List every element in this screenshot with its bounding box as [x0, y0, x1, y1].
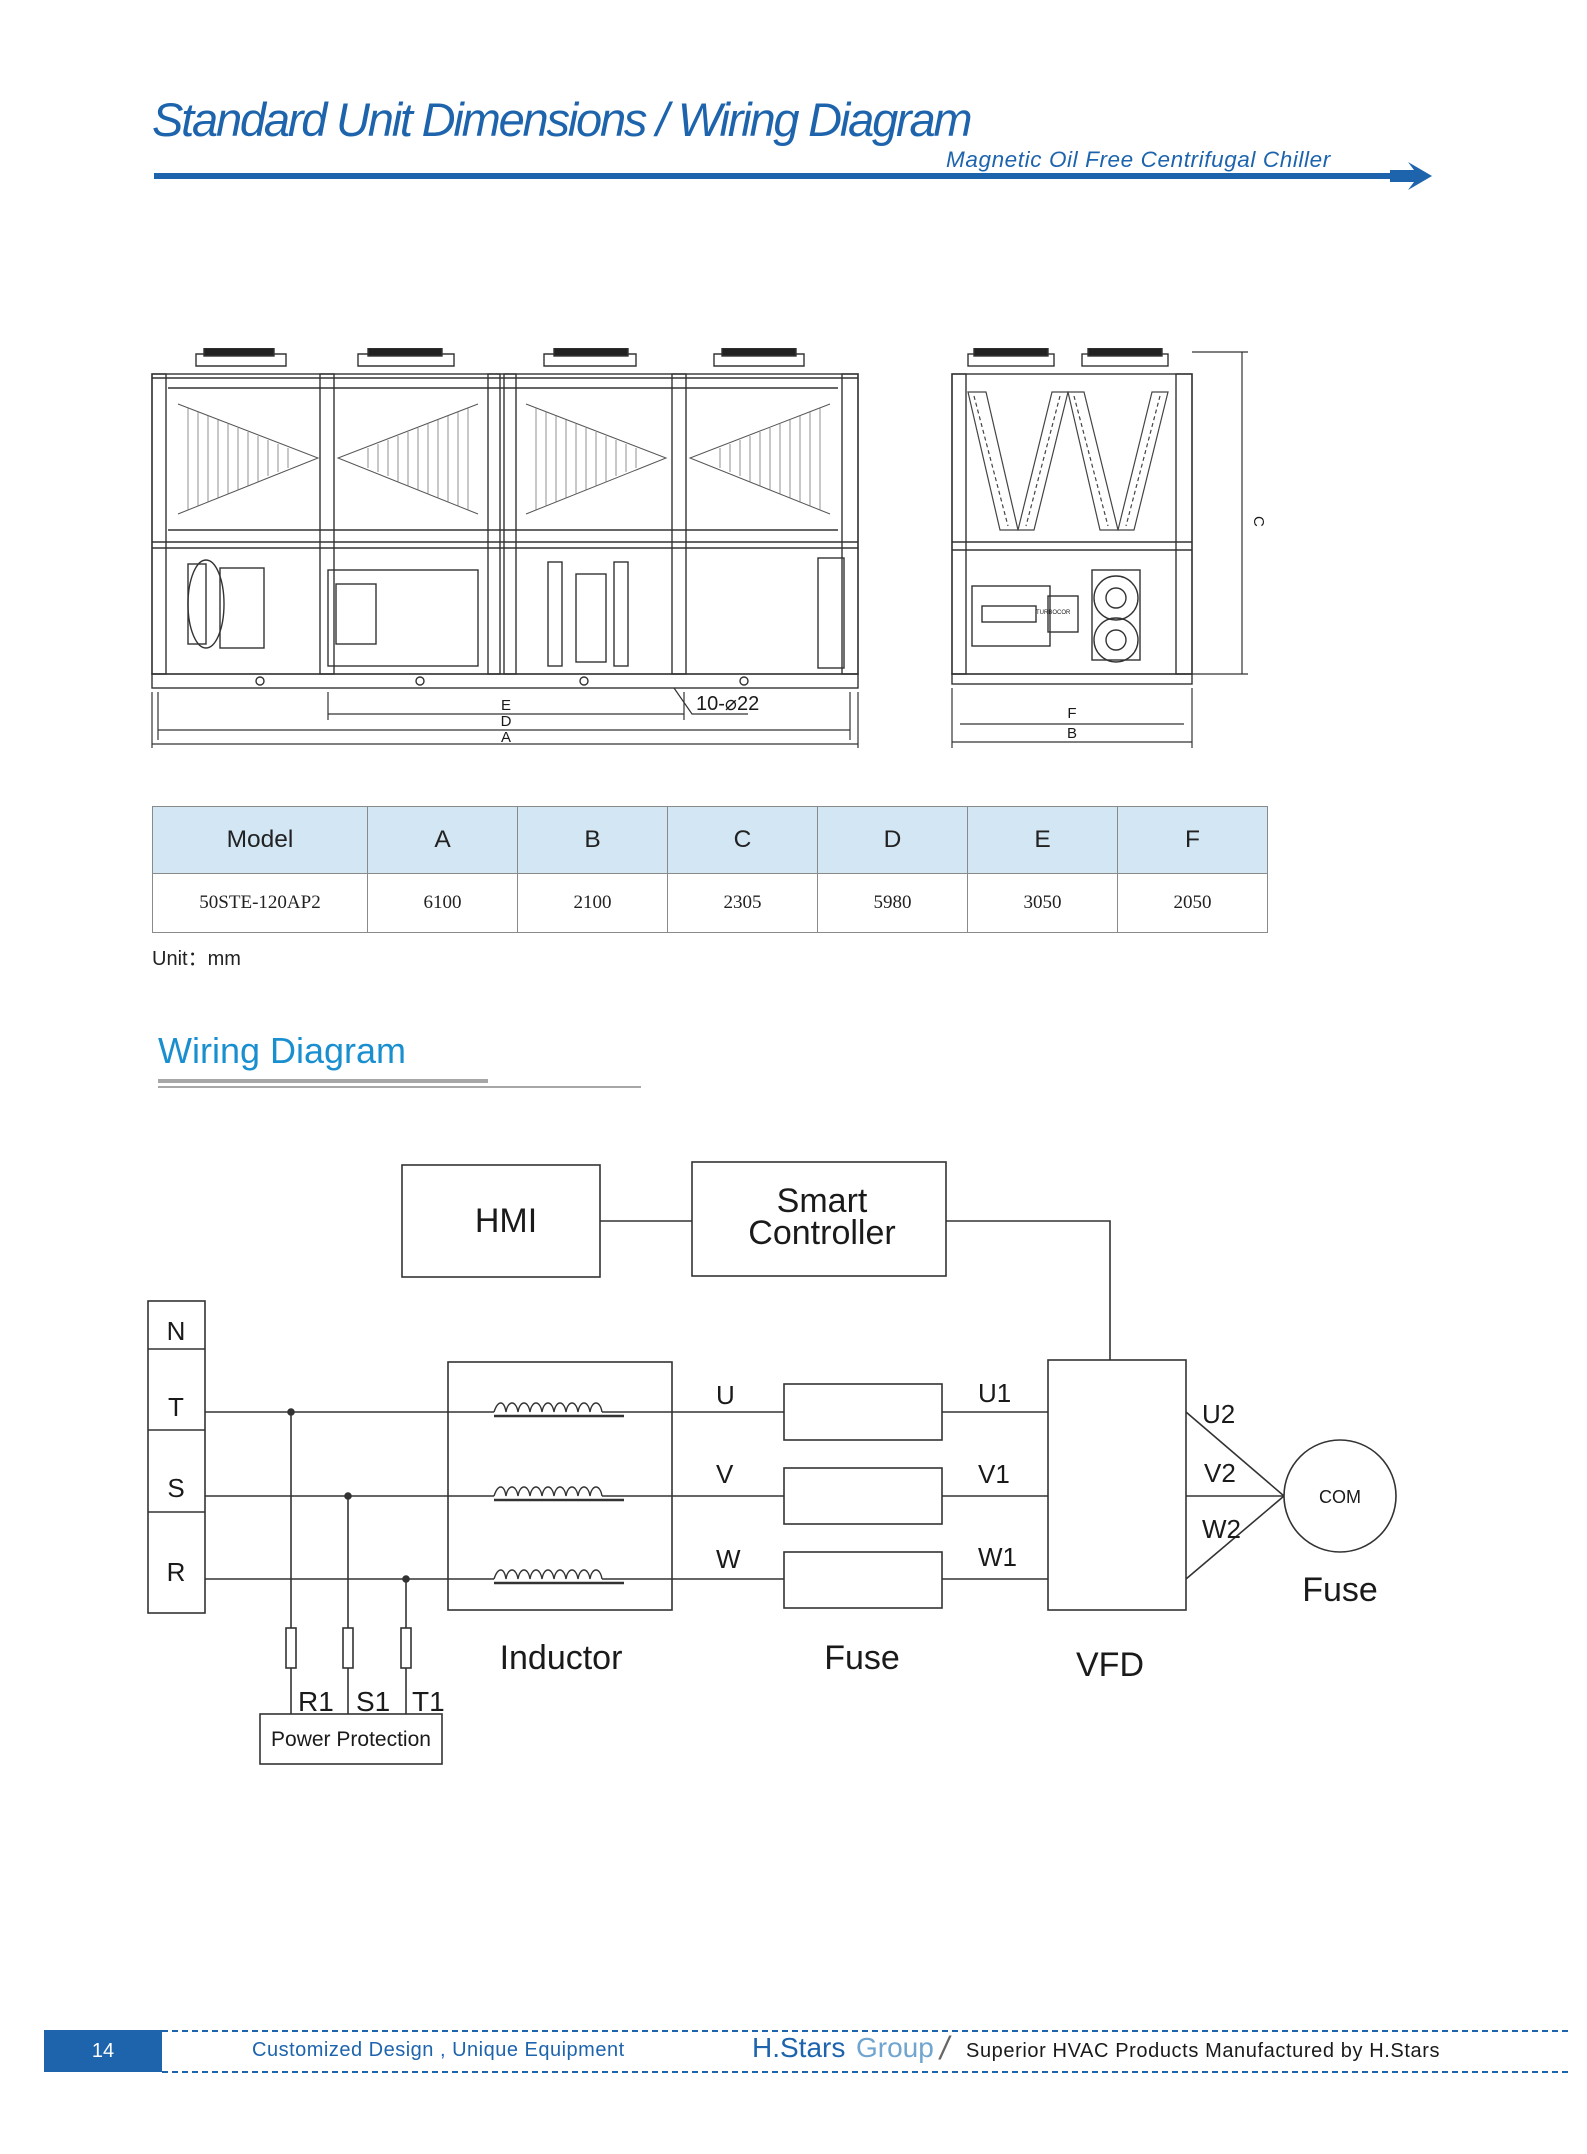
cell-c: 2305	[667, 873, 818, 933]
col-header-f: F	[1117, 806, 1268, 874]
table-row: 50STE-120AP2 6100 2100 2305 5980 3050 20…	[152, 873, 1268, 933]
inductor-label: Inductor	[500, 1639, 623, 1677]
col-header-c: C	[667, 806, 818, 874]
dim-label-b: B	[1067, 725, 1077, 742]
footer-rule-bottom	[162, 2071, 1568, 2073]
hole-note: 10-⌀22	[696, 693, 759, 715]
footer-separator: /	[940, 2030, 949, 2066]
phase-v: V	[716, 1459, 734, 1489]
vfd-in-w1: W1	[978, 1542, 1017, 1572]
dim-label-c: C	[1250, 516, 1267, 527]
section-rule-thin	[158, 1086, 641, 1088]
dim-label-f: F	[1067, 705, 1076, 722]
protection-t1: T1	[412, 1686, 445, 1717]
col-header-e: E	[967, 806, 1118, 874]
protection-s1: S1	[356, 1686, 390, 1717]
protection-resistor-s	[342, 1627, 354, 1669]
power-protection-label: Power Protection	[271, 1728, 431, 1751]
fuse-label: Fuse	[824, 1639, 900, 1677]
col-header-d: D	[817, 806, 968, 874]
terminal-r: R	[167, 1557, 186, 1587]
cell-d: 5980	[817, 873, 968, 933]
page-number: 14	[91, 2040, 115, 2062]
protection-r1: R1	[298, 1686, 334, 1717]
controller-label-2: Controller	[748, 1214, 895, 1252]
cell-a: 6100	[367, 873, 518, 933]
wiring-diagram: HMI Smart Controller N T S R Inductor Fu…	[147, 1161, 1397, 1765]
phase-w: W	[716, 1544, 741, 1574]
page-number-badge	[44, 2030, 162, 2072]
cell-b: 2100	[517, 873, 668, 933]
vfd-out-v2: V2	[1204, 1458, 1236, 1488]
col-header-b: B	[517, 806, 668, 874]
terminal-n: N	[167, 1316, 186, 1346]
inductor-coil-icon	[493, 1402, 624, 1585]
dimensions-table: Model A B C D E F 50STE-120AP2 6100 2100…	[152, 806, 1268, 933]
phase-u: U	[716, 1380, 735, 1410]
side-view	[151, 348, 859, 748]
vfd-box	[1047, 1359, 1187, 1611]
protection-resistor-t	[400, 1627, 412, 1669]
fuse-v	[783, 1467, 943, 1525]
protection-resistor-r	[285, 1627, 297, 1669]
power-protection-box	[259, 1713, 443, 1765]
motor-caption: Fuse	[1302, 1571, 1378, 1609]
cell-f: 2050	[1117, 873, 1268, 933]
section-rule	[158, 1079, 488, 1083]
col-header-a: A	[367, 806, 518, 874]
motor-label: COM	[1319, 1487, 1361, 1507]
header-rule	[154, 173, 1418, 179]
terminal-block	[147, 1300, 206, 1614]
table-header-row: Model A B C D E F	[152, 806, 1268, 874]
section-title: Wiring Diagram	[158, 1030, 407, 1071]
footer-brand: H.Stars	[752, 2032, 846, 2063]
controller-box	[691, 1161, 947, 1277]
vfd-in-v1: V1	[978, 1459, 1010, 1489]
fuse-w	[783, 1551, 943, 1609]
footer-slogan: Superior HVAC Products Manufactured by H…	[966, 2040, 1441, 2062]
footer-brand-suffix: Group	[856, 2032, 934, 2063]
terminal-s: S	[167, 1473, 184, 1503]
vfd-out-u2: U2	[1202, 1399, 1235, 1429]
unit-note: Unit：mm	[152, 948, 241, 970]
cell-model: 50STE-120AP2	[152, 873, 368, 933]
fuse-u	[783, 1383, 943, 1441]
hmi-label: HMI	[475, 1202, 537, 1240]
terminal-t: T	[168, 1392, 184, 1422]
page-subtitle: Magnetic Oil Free Centrifugal Chiller	[946, 147, 1331, 172]
cell-e: 3050	[967, 873, 1118, 933]
page-title: Standard Unit Dimensions / Wiring Diagra…	[152, 93, 973, 146]
dim-label-a: A	[501, 729, 511, 746]
vfd-label: VFD	[1076, 1646, 1144, 1684]
footer-tagline: Customized Design , Unique Equipment	[252, 2039, 625, 2061]
motor-circle	[1283, 1439, 1397, 1553]
controller-label-1: Smart	[777, 1182, 868, 1220]
inductor-box	[447, 1361, 673, 1611]
dim-label-d: D	[501, 713, 512, 730]
header-arrow-icon	[1390, 162, 1432, 190]
unit-dimension-drawing: E D A 10-⌀22 T	[151, 348, 1267, 748]
vfd-out-w2: W2	[1202, 1514, 1241, 1544]
footer-rule-top	[162, 2030, 1568, 2032]
col-header-model: Model	[152, 806, 368, 874]
dim-label-e: E	[501, 697, 511, 714]
vfd-in-u1: U1	[978, 1378, 1011, 1408]
compressor-badge: TURBOCOR	[1036, 610, 1071, 616]
end-view	[951, 348, 1248, 748]
